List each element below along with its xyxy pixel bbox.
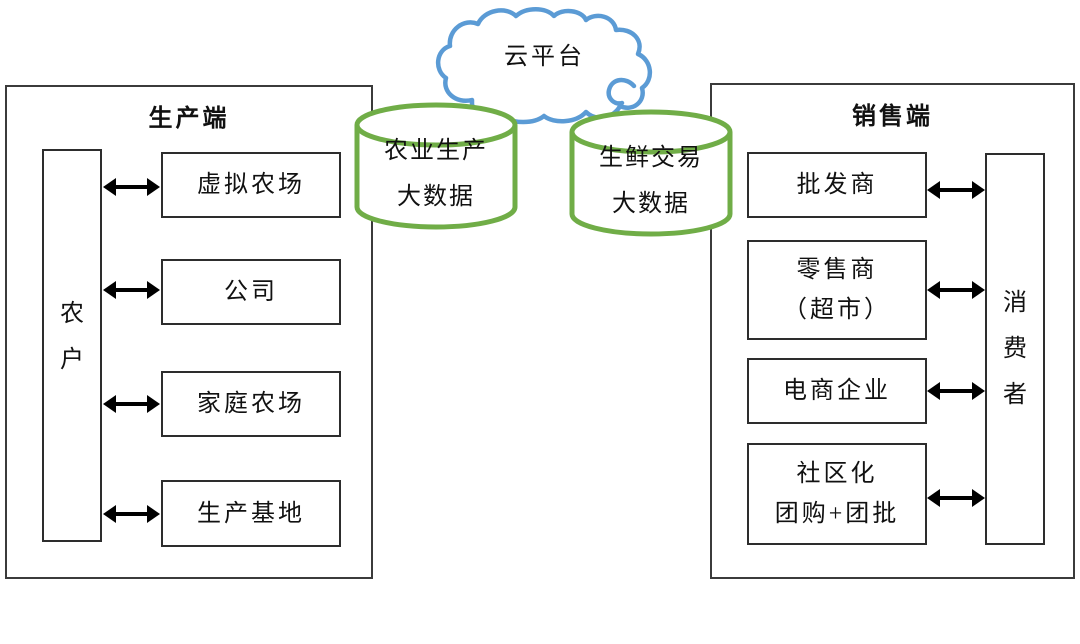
node-community-group-label-line2: 团购+团批 [774,501,900,527]
bidirectional-arrow-icon [103,178,160,196]
node-wholesaler-label: 批发商 [796,172,878,198]
bidirectional-arrow-icon [927,181,985,199]
node-community-group: 社区化 团购+团批 [747,443,927,545]
sales-panel: 销售端 批发商 零售商 （超市） 电商企业 社区化 团购+团批 消 费 者 [710,83,1075,579]
bidirectional-arrow-icon [103,281,160,299]
consumer-label-char: 者 [1003,382,1027,408]
database-cylinder-icon [569,109,733,237]
cloud-icon [436,7,652,125]
node-production-base-label: 生产基地 [197,500,305,527]
production-panel: 生产端 农 户 虚拟农场 公司 家庭农场 生产基地 [5,85,373,579]
node-retailer-label-line2: （超市） [783,297,891,323]
farmer-label-char: 户 [60,346,84,373]
database-agriculture-label-line1: 农业生产 [384,138,488,164]
node-production-base: 生产基地 [161,480,341,547]
consumer-box: 消 费 者 [985,153,1045,545]
production-panel-title: 生产端 [148,106,230,132]
database-fresh-trade-label-line2: 大数据 [612,191,690,217]
bidirectional-arrow-icon [103,505,160,523]
node-family-farm: 家庭农场 [161,371,341,437]
database-fresh-trade-label-line1: 生鲜交易 [599,145,703,171]
node-retailer-label-line1: 零售商 [796,257,878,283]
node-virtual-farm: 虚拟农场 [161,152,341,218]
cloud-platform: 云平台 [432,4,657,128]
bidirectional-arrow-icon [927,489,985,507]
database-fresh-trade: 生鲜交易 大数据 [567,107,735,239]
database-agriculture-label-line2: 大数据 [397,184,475,210]
bidirectional-arrow-icon [103,395,160,413]
node-company-label: 公司 [224,279,278,305]
bidirectional-arrow-icon [927,281,985,299]
node-ecommerce-label: 电商企业 [783,378,891,404]
node-virtual-farm-label: 虚拟农场 [197,172,305,198]
consumer-label-char: 消 [1003,290,1027,316]
node-community-group-label-line1: 社区化 [796,461,878,487]
node-family-farm-label: 家庭农场 [197,391,305,417]
bidirectional-arrow-icon [927,382,985,400]
sales-panel-title: 销售端 [852,104,933,130]
node-retailer: 零售商 （超市） [747,240,927,340]
consumer-label-char: 费 [1003,336,1027,362]
node-ecommerce: 电商企业 [747,358,927,424]
database-agriculture: 农业生产 大数据 [352,100,520,232]
database-cylinder-icon [354,102,518,230]
node-company: 公司 [161,259,341,325]
farmer-label-char: 农 [60,300,84,327]
node-wholesaler: 批发商 [747,152,927,218]
farmer-box: 农 户 [42,149,102,542]
cloud-platform-label: 云平台 [504,44,585,70]
